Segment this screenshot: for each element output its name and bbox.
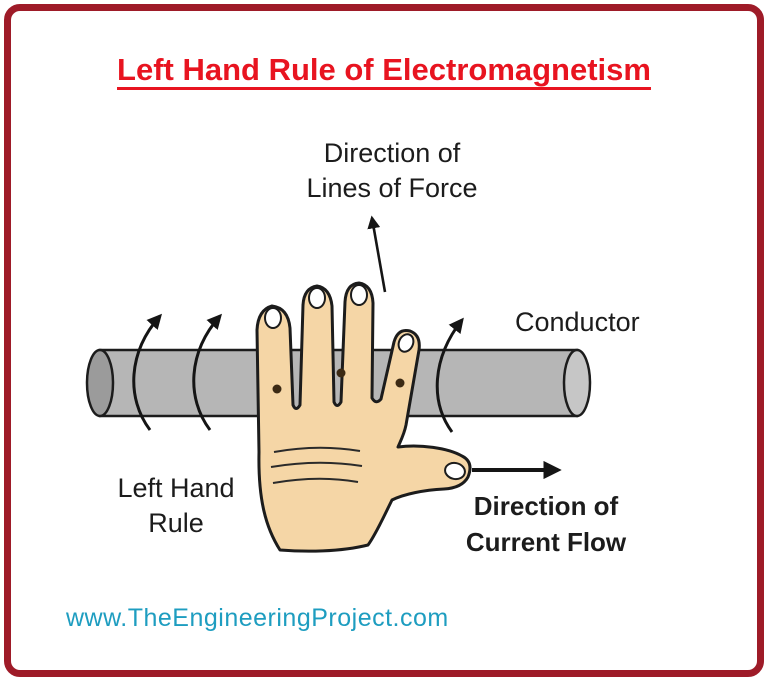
hand-silhouette	[255, 281, 472, 553]
page-title: Left Hand Rule of Electromagnetism	[117, 52, 651, 87]
lines-of-force-arrow	[367, 215, 387, 293]
knuckle-dot-2	[336, 368, 346, 378]
palm-crease-2	[270, 461, 363, 468]
field-arrow-left-2	[192, 313, 222, 431]
knuckle-dot-1	[272, 384, 282, 394]
label-lines-of-force-line2: Lines of Force	[306, 173, 478, 203]
nail-finger-3	[350, 284, 368, 306]
field-line-arrows	[132, 313, 464, 433]
label-lines-of-force: Direction of Lines of Force	[306, 136, 477, 206]
left-hand-graphic	[255, 281, 472, 553]
palm-crease-3	[272, 477, 359, 484]
label-lines-of-force-line1: Direction of	[323, 138, 461, 168]
field-arrow-left-1	[132, 313, 162, 431]
watermark-url: www.TheEngineeringProject.com	[66, 604, 449, 632]
conductor-right-cap	[562, 348, 592, 418]
label-left-hand-rule-line2: Rule	[148, 508, 204, 538]
field-arrow-right	[435, 317, 464, 433]
nail-thumb	[444, 461, 466, 481]
label-conductor: Conductor	[515, 307, 640, 337]
fingernails	[264, 284, 466, 481]
palm-creases	[270, 446, 363, 484]
label-current-flow-line2: Current Flow	[465, 527, 627, 557]
nail-finger-2	[308, 287, 326, 309]
nail-finger-1	[264, 307, 282, 329]
conductor-left-cap	[85, 348, 115, 418]
knuckle-dot-3	[395, 378, 405, 388]
label-current-flow: Direction of Current Flow	[466, 488, 626, 560]
knuckle-dots	[272, 368, 405, 394]
palm-crease-1	[273, 446, 361, 453]
nail-finger-4	[397, 333, 415, 353]
label-left-hand-rule: Left Hand Rule	[117, 471, 234, 541]
label-current-flow-line1: Direction of	[473, 491, 619, 521]
label-left-hand-rule-line1: Left Hand	[117, 473, 235, 503]
